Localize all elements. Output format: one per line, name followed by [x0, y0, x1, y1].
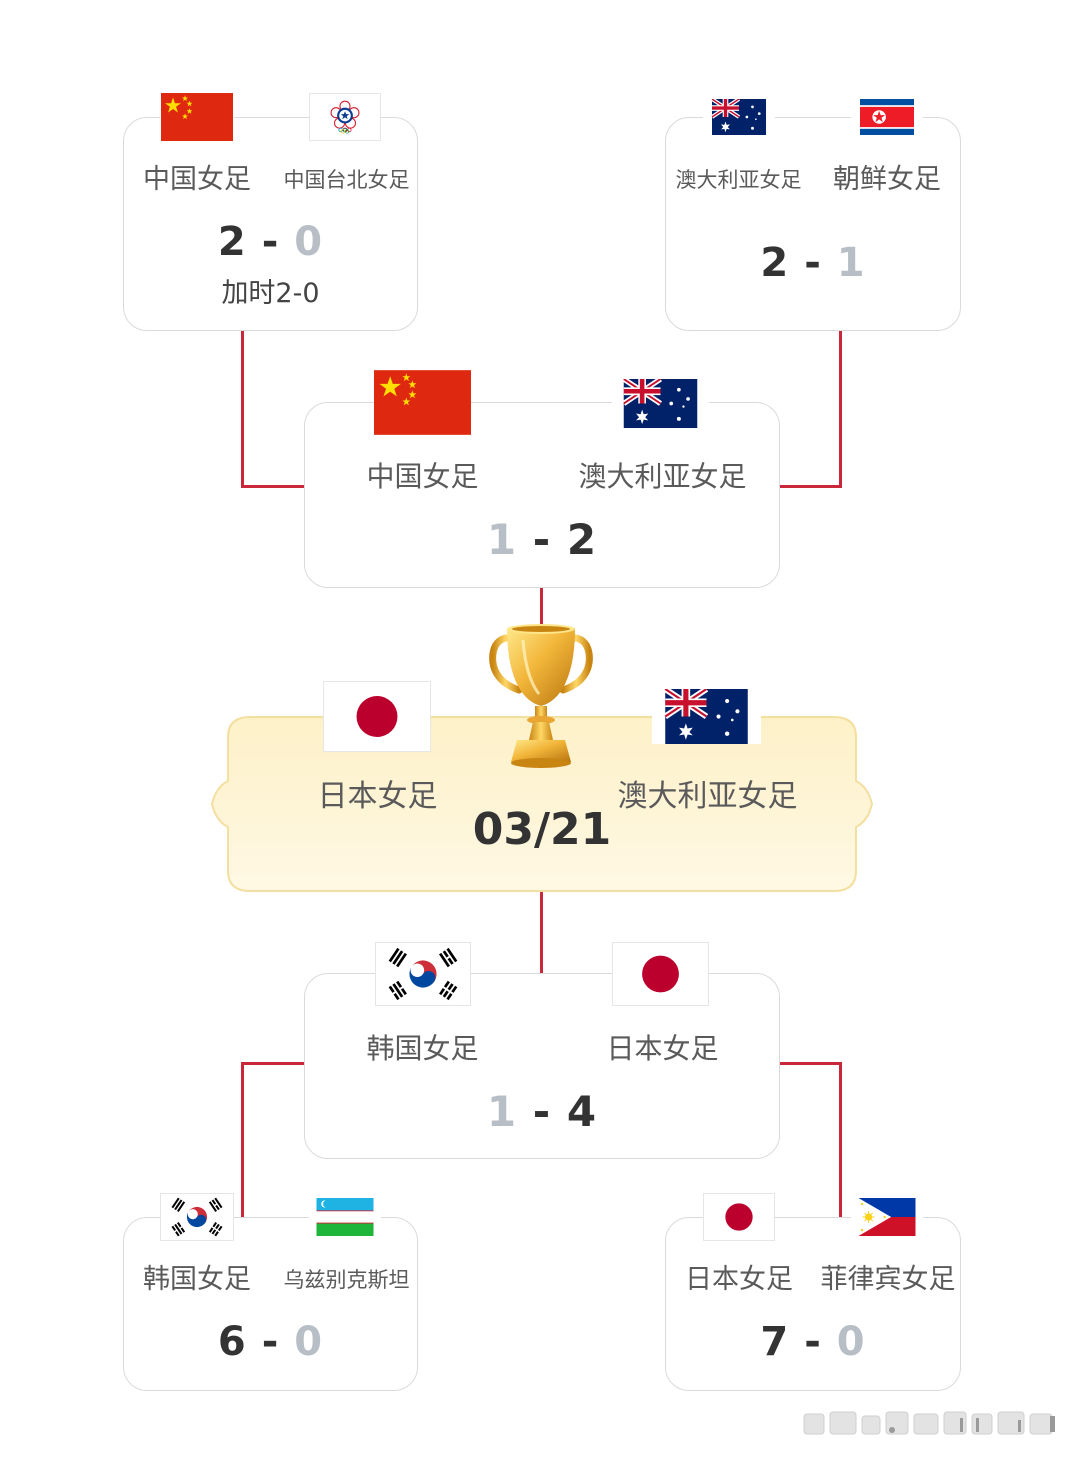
score-separator: -	[261, 1319, 280, 1365]
score-winner: 2	[760, 240, 790, 286]
team-name: 菲律宾女足	[820, 1264, 956, 1295]
team-name: 朝鲜女足	[833, 164, 941, 195]
china-flag-icon	[374, 370, 471, 435]
match-card-bottom-left[interactable]	[123, 1217, 418, 1391]
trophy-icon	[489, 624, 593, 768]
score-winner: 4	[566, 1087, 598, 1136]
australia-flag-icon	[612, 379, 709, 428]
team-name: 乌兹别克斯坦	[283, 1268, 410, 1292]
score-separator: -	[804, 1319, 822, 1365]
connector-bottom-left-vertical	[241, 1062, 244, 1220]
score-winner: 6	[217, 1319, 247, 1365]
team-name: 中国女足	[366, 460, 479, 493]
connector-final-to-bottom	[540, 890, 543, 976]
match-card-top-left[interactable]	[123, 117, 418, 331]
score-loser: 0	[294, 1319, 324, 1365]
score-winner: 2	[566, 515, 598, 564]
connector-top-to-final	[540, 586, 543, 636]
team-name: 中国台北女足	[283, 168, 410, 192]
extra-time-note: 加时2-0	[221, 278, 320, 309]
connector-top-left-vertical	[241, 330, 244, 488]
match-score: 1 - 2	[304, 519, 780, 561]
team-name: 韩国女足	[366, 1032, 479, 1065]
chinese-taipei-olympic-flag-icon	[309, 93, 381, 141]
south-korea-flag-icon	[375, 942, 471, 1006]
watermark-logo	[803, 1411, 1055, 1435]
score-winner: 7	[760, 1319, 790, 1365]
connector-bottom-right-vertical	[839, 1062, 842, 1220]
match-score: 1 - 4	[304, 1091, 780, 1133]
japan-flag-icon	[703, 1193, 775, 1241]
match-score: 2 - 0	[123, 222, 418, 262]
philippines-flag-icon	[851, 1198, 923, 1236]
score-winner: 2	[217, 219, 247, 265]
match-score: 6 - 0	[123, 1322, 418, 1362]
score-separator: -	[261, 219, 280, 265]
team-name: 日本女足	[317, 779, 438, 814]
match-score: 2 - 1	[665, 243, 961, 283]
score-separator: -	[532, 1087, 552, 1136]
japan-flag-icon	[323, 681, 431, 752]
final-date: 03/21	[472, 804, 612, 855]
team-name: 澳大利亚女足	[578, 460, 747, 493]
score-loser: 0	[294, 219, 324, 265]
score-separator: -	[532, 515, 552, 564]
team-name: 韩国女足	[143, 1264, 251, 1295]
team-name: 日本女足	[606, 1032, 719, 1065]
match-card-bottom-right[interactable]	[665, 1217, 961, 1391]
team-name: 中国女足	[143, 164, 251, 195]
score-loser: 0	[836, 1319, 866, 1365]
final-banner	[210, 716, 874, 892]
connector-bottom-right-horizontal	[777, 1062, 842, 1065]
score-loser: 1	[486, 1087, 518, 1136]
team-name: 澳大利亚女足	[675, 168, 802, 192]
south-korea-flag-icon	[160, 1193, 234, 1241]
match-score: 7 - 0	[665, 1322, 961, 1362]
team-name: 日本女足	[685, 1264, 793, 1295]
connector-bottom-left-horizontal	[241, 1062, 307, 1065]
score-loser: 1	[486, 515, 518, 564]
australia-flag-icon	[703, 99, 775, 135]
japan-flag-icon	[612, 942, 709, 1006]
team-name: 澳大利亚女足	[617, 779, 798, 814]
match-card-top-right[interactable]	[665, 117, 961, 331]
china-flag-icon	[160, 93, 234, 141]
connector-top-left-horizontal	[241, 485, 307, 488]
north-korea-flag-icon	[851, 99, 923, 135]
score-loser: 1	[836, 240, 866, 286]
connector-top-right-horizontal	[777, 485, 842, 488]
australia-flag-icon	[652, 689, 761, 744]
uzbekistan-flag-icon	[309, 1198, 381, 1236]
connector-top-right-vertical	[839, 330, 842, 488]
score-separator: -	[804, 240, 822, 286]
